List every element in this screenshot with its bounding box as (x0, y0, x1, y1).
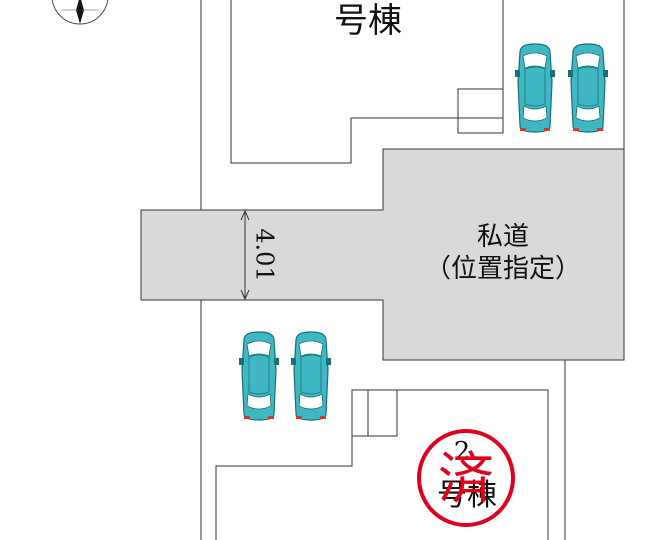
car-top-2 (567, 43, 609, 133)
private-road (140, 148, 625, 361)
lot-bottom-number: 2 (454, 437, 471, 467)
car-bottom-2 (290, 331, 332, 421)
lot-bottom-label: 号棟 (437, 478, 497, 513)
lot-top-label: 号棟 (334, 1, 402, 41)
lot-top-meter-box (457, 88, 504, 134)
sold-stamp: 済 (417, 429, 515, 527)
road-width-dimension-line (240, 209, 250, 301)
road-width-dimension: 4.01 (251, 228, 279, 281)
road-designation-label: （位置指定） (425, 254, 581, 284)
lot-bottom-meter-box (351, 389, 398, 437)
north-arrow-icon (51, 0, 109, 25)
boundary-lines (200, 0, 625, 540)
sold-stamp-text: 済 (438, 447, 494, 512)
car-top-1 (514, 43, 556, 133)
road-label: 私道 (477, 222, 529, 252)
car-bottom-1 (238, 331, 280, 421)
